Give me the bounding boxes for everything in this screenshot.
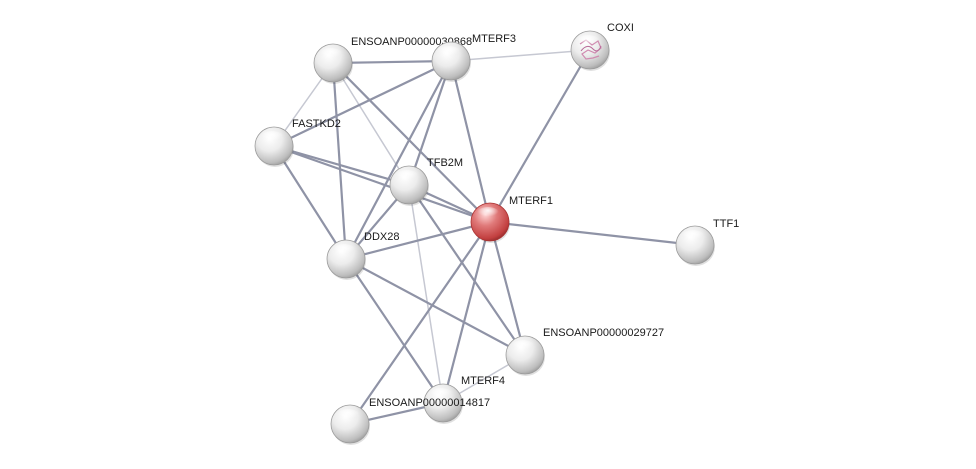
edge-ensoanp00000030868-mterf1[interactable] <box>331 61 492 224</box>
node-mterf4[interactable] <box>423 383 463 424</box>
node-ensoanp-bottom[interactable] <box>330 404 370 445</box>
node-fastkd2[interactable] <box>254 126 294 167</box>
node-label-tfb2m: TFB2M <box>427 157 463 169</box>
edge-fastkd2-ddx28[interactable] <box>272 144 348 261</box>
node-mterf3[interactable] <box>431 41 471 82</box>
node-highlight <box>477 207 499 219</box>
edge-mterf1-mterf4[interactable] <box>441 220 492 405</box>
node-label-mterf1: MTERF1 <box>509 195 553 207</box>
node-label-ensoanp00000014817: ENSOANP00000014817 <box>369 397 490 409</box>
edge-mterf1-ensoanp_bottom[interactable] <box>348 220 492 426</box>
node-highlight <box>438 46 460 58</box>
node-coxi[interactable] <box>570 30 610 71</box>
edge-fastkd2-tfb2m[interactable] <box>272 144 411 187</box>
edge-mterf3-ddx28[interactable] <box>344 59 453 261</box>
edge-tfb2m-ensoanp00000029727[interactable] <box>407 183 527 357</box>
node-highlight <box>320 48 342 60</box>
node-highlight <box>396 170 418 182</box>
node-ensoanp00000029727[interactable] <box>505 335 545 376</box>
edge-mterf1-ttf1[interactable] <box>488 220 697 247</box>
edge-ddx28-mterf4[interactable] <box>344 257 445 405</box>
node-label-fastkd2: FASTKD2 <box>292 118 341 130</box>
edge-mterf1-ddx28[interactable] <box>344 220 492 261</box>
edge-mterf3-fastkd2[interactable] <box>272 59 453 148</box>
edge-coxi-mterf1[interactable] <box>488 48 592 224</box>
node-label-mterf4: MTERF4 <box>461 375 505 387</box>
edges-layer <box>272 48 697 426</box>
node-highlight <box>577 35 599 47</box>
node-ddx28[interactable] <box>326 239 366 280</box>
node-mterf1[interactable] <box>470 202 510 243</box>
edge-mterf1-ensoanp00000029727[interactable] <box>488 220 527 357</box>
edge-ensoanp00000030868-ddx28[interactable] <box>331 61 348 261</box>
edge-mterf3-mterf1[interactable] <box>449 59 492 224</box>
edge-ensoanp00000030868-mterf3[interactable] <box>331 59 453 65</box>
node-ensoanp00000030868[interactable] <box>313 43 353 84</box>
edge-tfb2m-mterf4[interactable] <box>408 184 444 404</box>
edge-ddx28-ensoanp00000029727[interactable] <box>344 257 527 357</box>
edge-fastkd2-mterf1[interactable] <box>272 144 492 224</box>
node-label-coxi: COXI <box>607 22 634 34</box>
node-ttf1[interactable] <box>675 225 715 266</box>
node-highlight <box>333 244 355 256</box>
node-highlight <box>430 388 452 400</box>
edge-mterf3-tfb2m[interactable] <box>407 59 453 187</box>
node-label-mterf3: MTERF3 <box>472 33 516 45</box>
node-tfb2m[interactable] <box>389 165 429 206</box>
node-label-ttf1: TTF1 <box>713 218 739 230</box>
node-highlight <box>512 340 534 352</box>
node-highlight <box>682 230 704 242</box>
node-highlight <box>337 409 359 421</box>
node-label-ensoanp00000029727: ENSOANP00000029727 <box>543 327 664 339</box>
node-label-ddx28: DDX28 <box>364 231 399 243</box>
node-highlight <box>261 131 283 143</box>
edge-mterf3-coxi[interactable] <box>450 49 591 62</box>
